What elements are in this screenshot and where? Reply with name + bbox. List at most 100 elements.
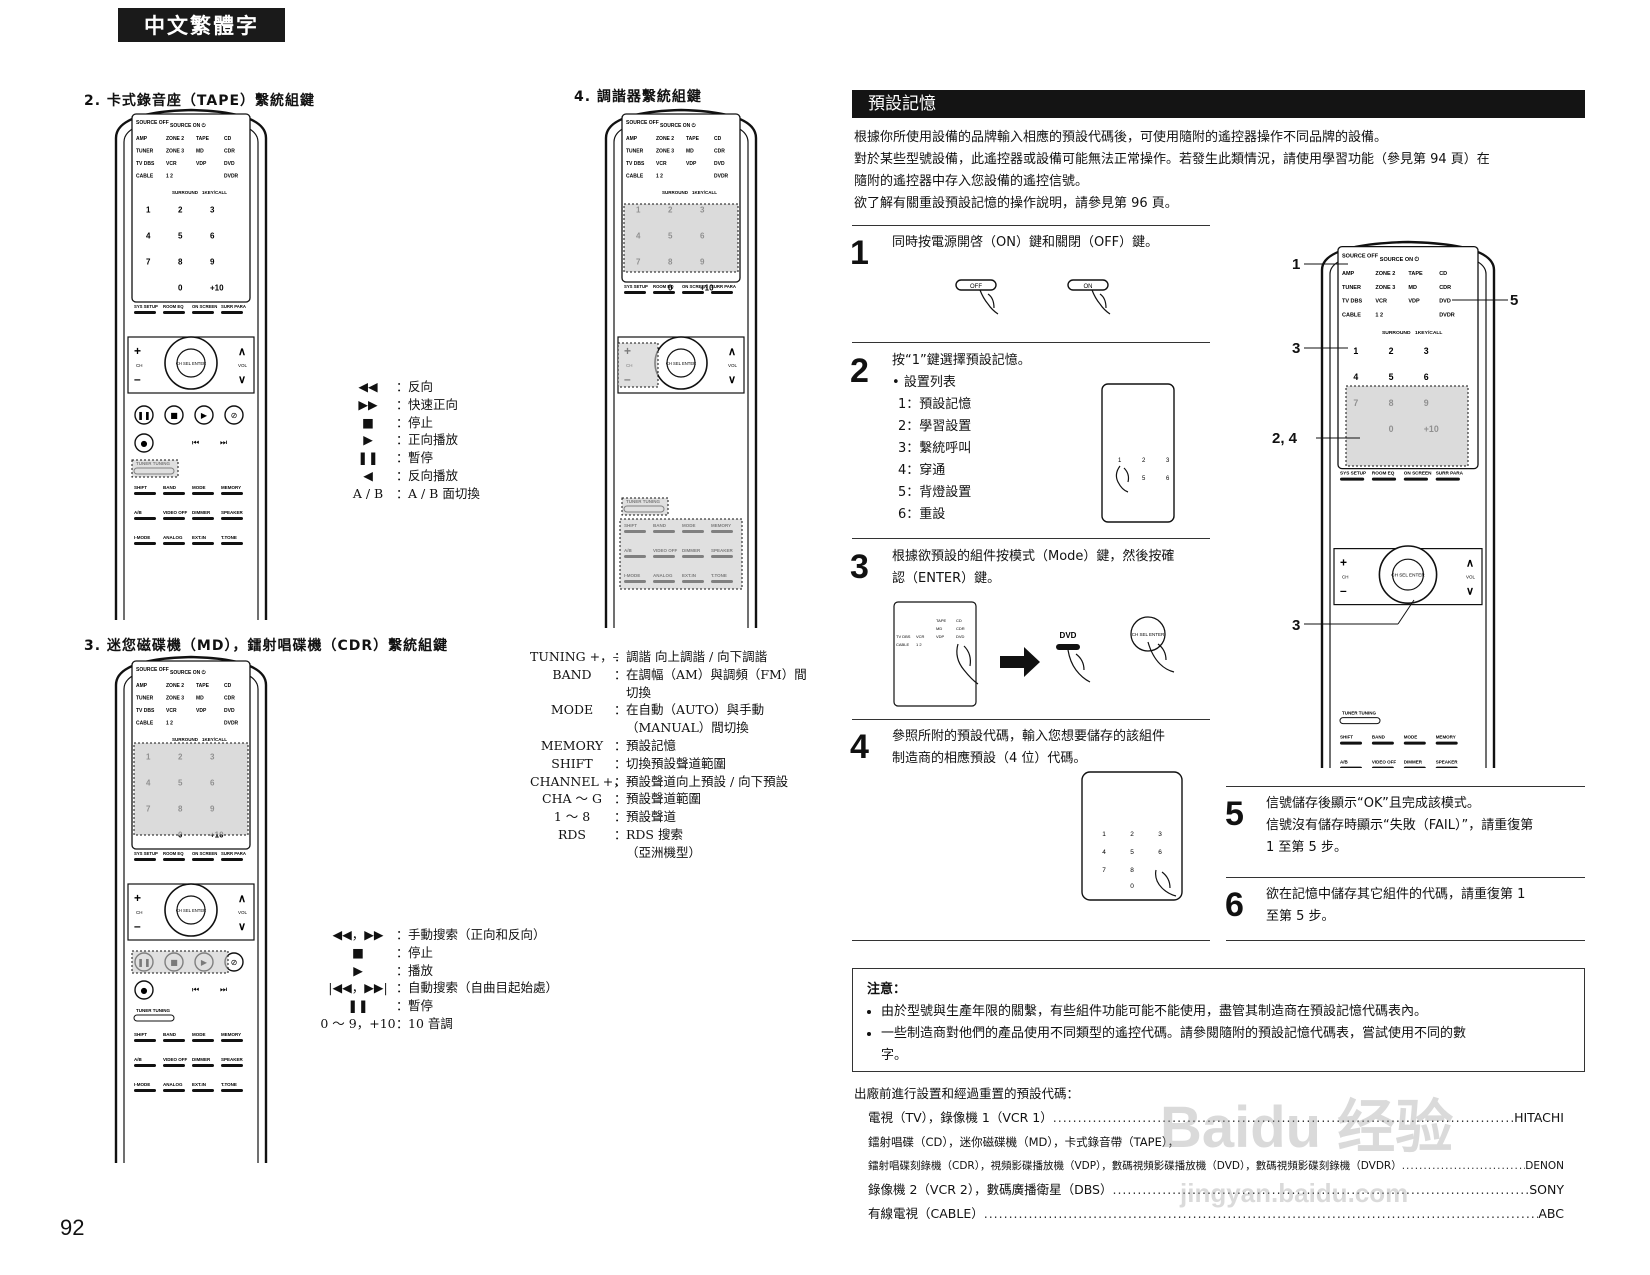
keypad-digit: 0 [178, 284, 183, 293]
watermark-logo: Baidu 经验 [1160, 1095, 1454, 1160]
legend-row: 切換 [530, 684, 807, 702]
mode-key-label: TV DBS [1342, 299, 1363, 305]
enter-key-label: CH SEL ENTER [1132, 632, 1165, 637]
bottom-key-label: A/B [1340, 760, 1349, 765]
keypad-digit: 8 [178, 258, 183, 267]
bottom-key-label: EXT.IN [192, 535, 206, 540]
intro-line: 欲了解有關重設預設記憶的操作說明，請參見第 96 頁。 [854, 196, 1178, 211]
bottom-key-label: T.TONE [221, 535, 237, 540]
section-3-title: 3. 迷您磁碟機（MD），鐳射唱碟機（CDR）繫統組鍵 [84, 638, 449, 654]
function-key-label: SURR PARA [711, 284, 736, 289]
legend-colon: ： [396, 396, 409, 412]
setup-list-item: 6：重設 [898, 507, 946, 522]
note-item-text: 一些制造商對他們的產品使用不同類型的遙控代碼。請參閱隨附的預設記憶代碼表，嘗試使… [881, 1026, 1467, 1041]
call-label: 1KEY/CALL [202, 737, 227, 742]
arrow-right-icon [1000, 647, 1040, 677]
bottom-key-shape [134, 542, 156, 545]
step-text: 欲在記憶中儲存其它組件的代碼，請重復第 1 [1266, 887, 1526, 902]
callout-label: 2, 4 [1272, 430, 1298, 447]
legend-colon: ： [396, 998, 409, 1014]
mode-key-label: CDR [224, 696, 235, 702]
source-off-label: SOURCE OFF [626, 120, 659, 126]
legend-desc: 正向播放 [408, 432, 459, 448]
legend-desc: （亞洲機型） [626, 844, 702, 860]
bottom-key-label: MEMORY [1436, 735, 1456, 740]
keypad-digit: 3 [1158, 831, 1162, 838]
bottom-key-label: SHIFT [1340, 735, 1353, 740]
mode-key-label: CABLE [1342, 312, 1361, 318]
mode-key-label: CD [956, 618, 962, 623]
mode-key-label: TV DBS [136, 708, 155, 714]
mode-key-label: DVD [224, 161, 235, 167]
keypad-digit: 2 [178, 206, 183, 215]
mode-key-label: VCR [916, 634, 925, 639]
keypad-digit: 1 [1353, 346, 1358, 356]
ch-down-label: – [1340, 584, 1347, 598]
legend-colon [614, 684, 626, 702]
mode-key-label: CDR [224, 149, 235, 155]
callout-label: 3 [1292, 340, 1301, 357]
legend-row: MODE：在自動（AUTO）與手動 [530, 701, 807, 719]
bottom-key-shape [134, 1039, 156, 1042]
bottom-key-label: A/B [134, 1057, 143, 1062]
bottom-key-shape [1403, 741, 1426, 745]
transport-button [224, 405, 244, 425]
bottom-key-label: SPEAKER [221, 1057, 244, 1062]
step-text: 參照所附的預設代碼，輸入您想要儲存的該組件 [892, 729, 1166, 744]
on-button-shape [1067, 279, 1109, 291]
ch-label: CH [136, 910, 143, 915]
legend-row: SHIFT：切換預設聲道範圍 [530, 755, 807, 773]
setup-list-item: 3：繫統呼叫 [898, 441, 972, 456]
divider [852, 538, 1210, 539]
keypad-digit: 8 [1130, 867, 1134, 874]
mode-key-label: TUNER [136, 696, 154, 702]
legend-desc: 調諧 向上調諧 / 向下調諧 [626, 649, 768, 664]
bottom-key-label: SPEAKER [221, 510, 244, 515]
step-number: 2 [850, 352, 869, 390]
vol-up-label: ∧ [238, 893, 246, 905]
mode-key-label: VDP [686, 161, 697, 167]
divider [1226, 786, 1585, 787]
function-key-label: SYS SETUP [134, 304, 158, 309]
legend-key: |◀◀，▶▶| [328, 980, 388, 996]
setup-list-bullet: • 設置列表 [892, 375, 956, 390]
legend-row: RDS：RDS 搜索 [530, 826, 807, 844]
defaults-label: 鐳射唱碟（CD），迷你磁碟機（MD），卡式錄音帶（TAPE）， [868, 1135, 1180, 1149]
legend-row: ■：停止 [340, 414, 480, 432]
ch-label: CH [1342, 575, 1349, 580]
function-key-label: ROOM EQ [653, 284, 674, 289]
keypad-entry-illustration: 1 2 3 4 5 6 7 8 0 [1081, 771, 1183, 901]
bottom-key-label: MEMORY [221, 485, 241, 490]
function-key-label: ROOM EQ [163, 304, 184, 309]
legend-desc: 反向播放 [408, 467, 459, 483]
mode-key-label: VCR [1375, 299, 1387, 305]
mode-key-label: VDP [196, 161, 207, 167]
function-key-shape [711, 291, 733, 294]
step-text: 認（ENTER）鍵。 [892, 571, 1001, 586]
vol-down-label: ∨ [238, 921, 246, 933]
hand-icon [1147, 641, 1175, 673]
legend-row: |◀◀，▶▶|：自動搜索（自曲目起始處） [320, 979, 558, 997]
mode-key-label: TAPE [686, 136, 700, 142]
enter-key-shape [1130, 616, 1166, 652]
divider [1226, 877, 1585, 878]
keypad-digit: +10 [700, 284, 714, 293]
step-text: 制造商的相應預設（4 位）代碼。 [892, 751, 1087, 766]
setup-list-item: 5：背燈設置 [898, 485, 972, 500]
mode-key-label: VCR [166, 708, 177, 714]
legend-key: BAND [552, 666, 592, 682]
keypad-digit: 3 [210, 206, 215, 215]
mode-key-label: DVDR [224, 174, 239, 180]
enter-label: CH SEL ENTER [666, 361, 696, 366]
enter-button [176, 348, 206, 378]
function-key-shape [221, 858, 243, 861]
setup-list-item: 4：穿通 [898, 463, 946, 478]
legend-desc: 切換預設聲道範圍 [626, 755, 727, 771]
legend-colon: ： [614, 809, 627, 825]
bottom-key-shape [192, 517, 214, 520]
mode-key-label: CABLE [626, 174, 644, 180]
legend-colon: ： [614, 755, 627, 771]
lcd-panel-shape [893, 601, 977, 707]
